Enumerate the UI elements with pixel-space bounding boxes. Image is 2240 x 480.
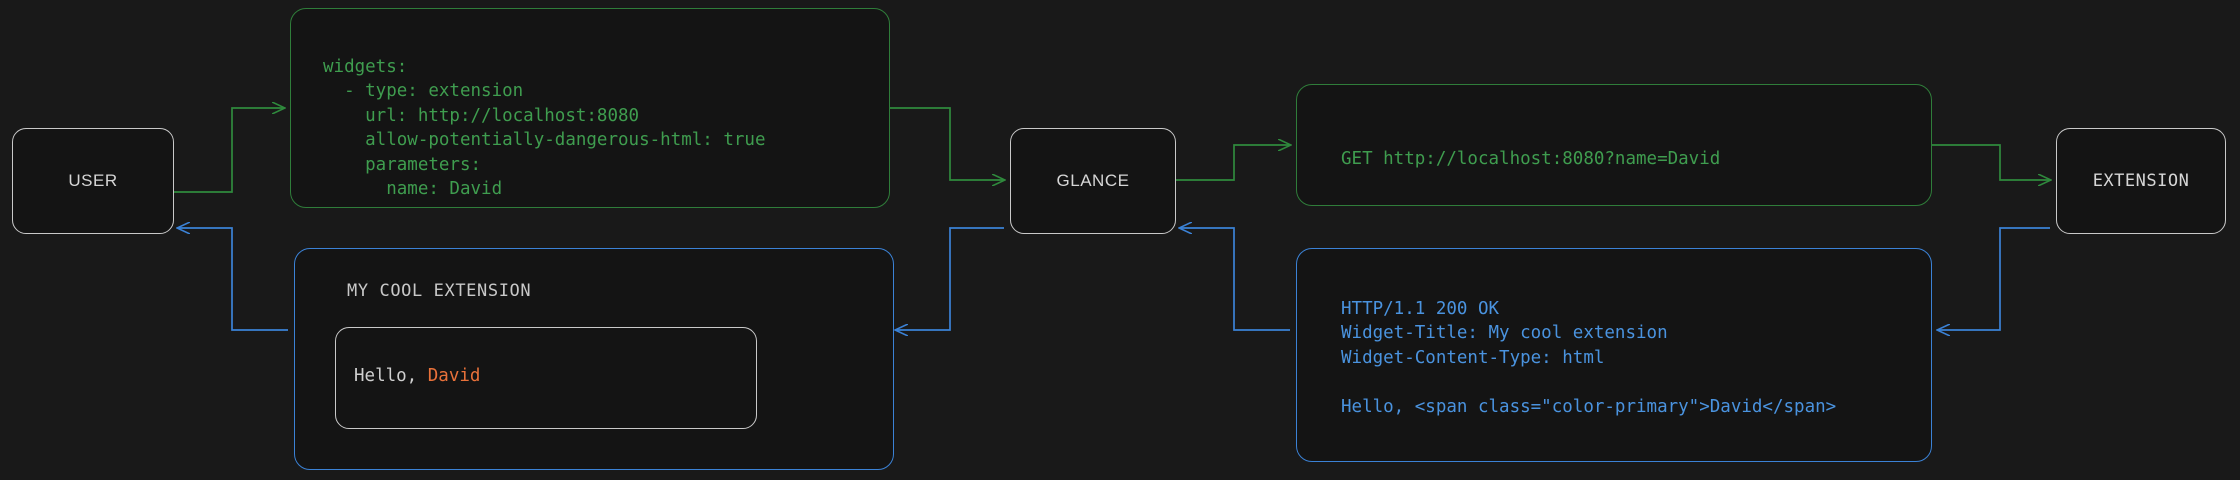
wire-glance-to-request <box>1174 145 1290 181</box>
node-extension-label: EXTENSION <box>2092 171 2190 191</box>
wire-user-to-yaml <box>172 108 284 193</box>
widget-body-text: Hello, David <box>354 366 480 386</box>
http-response-code: HTTP/1.1 200 OK Widget-Title: My cool ex… <box>1341 298 1837 417</box>
http-request-panel: GET http://localhost:8080?name=David <box>1296 84 1932 206</box>
widget-title-label: MY COOL EXTENSION <box>347 281 532 301</box>
node-user[interactable]: USER <box>12 128 174 234</box>
http-response-panel: HTTP/1.1 200 OK Widget-Title: My cool ex… <box>1296 248 1932 462</box>
wire-extension-to-response <box>1938 227 2050 330</box>
node-extension[interactable]: EXTENSION <box>2056 128 2226 234</box>
wire-widget-to-user <box>178 228 288 331</box>
node-glance[interactable]: GLANCE <box>1010 128 1176 234</box>
wire-request-to-extension <box>1932 144 2050 180</box>
response-path-group <box>178 228 2050 330</box>
rendered-widget-panel: MY COOL EXTENSION Hello, David <box>294 248 894 470</box>
widget-body-accent: David <box>427 366 481 386</box>
widget-content-card: Hello, David <box>335 327 757 429</box>
http-request-code: GET http://localhost:8080?name=David <box>1341 148 1721 169</box>
wire-yaml-to-glance <box>890 107 1004 180</box>
node-user-label: USER <box>68 171 118 190</box>
widget-body-prefix: Hello, <box>354 366 428 386</box>
node-glance-label: GLANCE <box>1056 171 1130 190</box>
yaml-config-code: widgets: - type: extension url: http://l… <box>323 56 766 200</box>
request-path-group <box>172 107 2050 193</box>
wire-response-to-glance <box>1180 228 1290 331</box>
wire-glance-to-widget <box>896 227 1004 330</box>
yaml-config-panel: widgets: - type: extension url: http://l… <box>290 8 890 208</box>
